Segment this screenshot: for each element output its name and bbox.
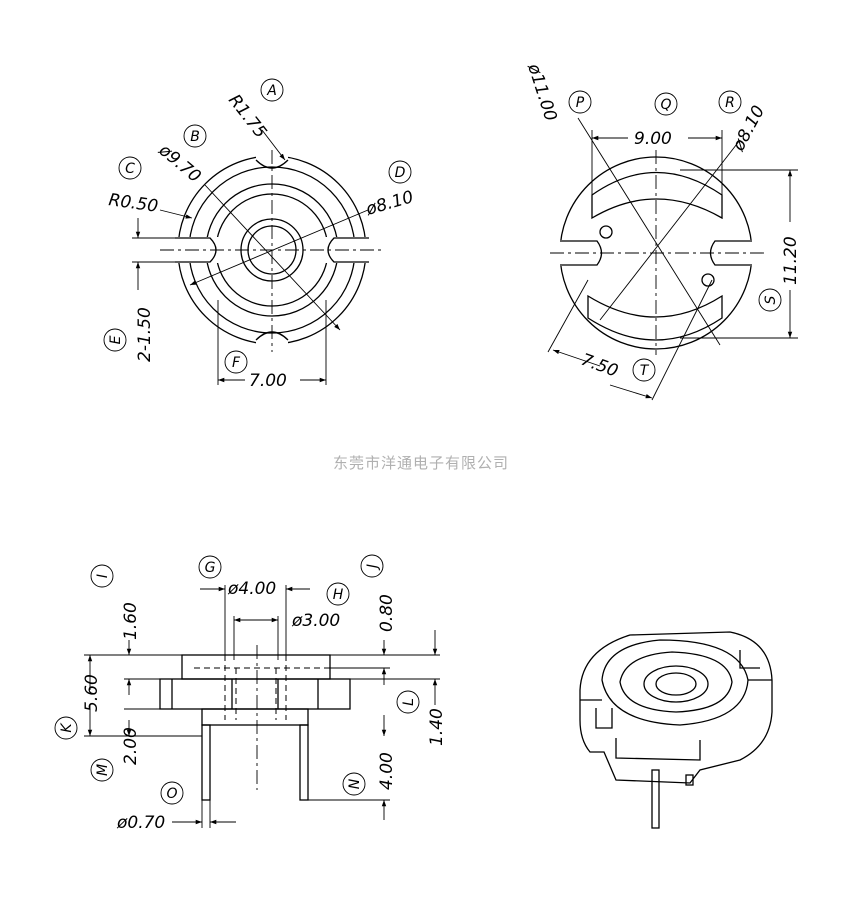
dim-h400: 4.00 (377, 752, 397, 790)
svg-text:C: C (125, 161, 135, 177)
svg-text:S: S (763, 295, 779, 304)
svg-text:D: D (395, 165, 406, 181)
svg-text:J: J (365, 564, 381, 571)
dim-h560: 5.60 (82, 674, 102, 712)
callout-c: C (118, 156, 142, 180)
callout-i: I (90, 564, 114, 588)
dim-w750: 7.50 (578, 350, 620, 382)
callout-r: R (718, 90, 742, 114)
svg-text:Q: Q (660, 97, 671, 113)
dim-h200: 2.00 (121, 727, 141, 765)
front-step (615, 738, 701, 761)
dim-d1100: ø11.00 (523, 60, 561, 123)
dim-h160: 1.60 (121, 602, 141, 640)
dim-h080: 0.80 (377, 594, 397, 632)
svg-text:E: E (108, 335, 124, 344)
side-view: ø4.00 ø3.00 1.60 5.60 2.00 0.80 1.40 4.0… (54, 554, 447, 833)
dim-h1120: 11.20 (781, 236, 801, 285)
pin-hole-lower (701, 273, 715, 287)
svg-text:M: M (95, 764, 111, 776)
dim-r175: R1.75 (224, 91, 270, 142)
w750-arrow-right (609, 384, 653, 399)
d810-leader (189, 209, 369, 286)
callout-n: N (342, 772, 366, 796)
base-step (201, 708, 309, 726)
d1100-diagonal (577, 117, 721, 346)
svg-text:P: P (576, 95, 585, 111)
callout-f: F (224, 350, 248, 374)
dim-w900: 9.00 (634, 129, 672, 149)
pin-left (201, 724, 211, 801)
callout-o: O (160, 781, 184, 805)
w750-arrow-left (552, 349, 601, 367)
isometric-view (579, 631, 773, 829)
callout-p: P (568, 90, 592, 114)
svg-text:K: K (59, 722, 75, 733)
svg-text:H: H (333, 587, 344, 603)
dim-w150: 2-1.50 (135, 307, 155, 362)
callout-q: Q (654, 92, 678, 116)
callout-k: K (54, 716, 78, 740)
svg-text:N: N (347, 778, 363, 789)
top-left-view: R1.75 ø9.70 R0.50 ø8.10 2-1.50 7.00 A B … (103, 78, 416, 391)
callout-s: S (758, 288, 782, 312)
dim-d070: ø0.70 (116, 813, 165, 833)
t-leader (651, 279, 713, 401)
bore-hole (655, 672, 697, 696)
w750-ext-left (547, 279, 589, 353)
top-right-view: ø11.00 9.00 ø8.10 11.20 7.50 P Q R S T (523, 60, 801, 401)
d970-leader (204, 184, 341, 331)
r175-leader (261, 129, 286, 161)
callout-d: D (388, 160, 412, 184)
dim-h140: 1.40 (427, 708, 447, 746)
svg-text:T: T (640, 363, 650, 379)
front-slot-left (595, 708, 613, 729)
callout-h: H (326, 582, 350, 606)
bore-boss (643, 665, 709, 703)
r050-leader (159, 209, 193, 219)
callout-l: L (396, 690, 420, 714)
pin-hole-upper (599, 225, 613, 239)
callout-g: G (198, 555, 222, 579)
svg-text:A: A (266, 83, 277, 99)
callout-a: A (260, 78, 284, 102)
lower-arc-slot (587, 294, 723, 341)
dim-d300: ø3.00 (291, 611, 340, 631)
callout-t: T (632, 358, 656, 382)
d810-diagonal (599, 139, 741, 321)
callout-m: M (90, 758, 114, 782)
company-watermark: 东莞市洋通电子有限公司 (333, 454, 509, 472)
pin-right (299, 724, 309, 801)
callout-b: B (183, 124, 207, 148)
flange-body (159, 678, 351, 710)
svg-text:L: L (401, 698, 417, 706)
dim-w700: 7.00 (249, 371, 287, 391)
dim-r050: R0.50 (107, 190, 159, 217)
svg-text:O: O (166, 786, 177, 802)
dim-d400: ø4.00 (227, 579, 276, 599)
inner-cup (619, 651, 733, 713)
flange-outline (579, 631, 773, 784)
svg-text:G: G (205, 560, 216, 576)
callout-j: J (360, 554, 384, 578)
svg-text:F: F (232, 355, 241, 371)
svg-text:I: I (95, 574, 111, 578)
iso-pin-right (685, 774, 694, 786)
top-boss (181, 654, 331, 680)
iso-pin-left (651, 769, 660, 829)
svg-text:B: B (190, 129, 200, 145)
dim-d810: ø8.10 (363, 187, 416, 220)
upper-arc-slot (591, 171, 723, 220)
svg-text:R: R (725, 95, 735, 111)
rear-slot (739, 650, 760, 669)
callout-e: E (103, 328, 127, 352)
